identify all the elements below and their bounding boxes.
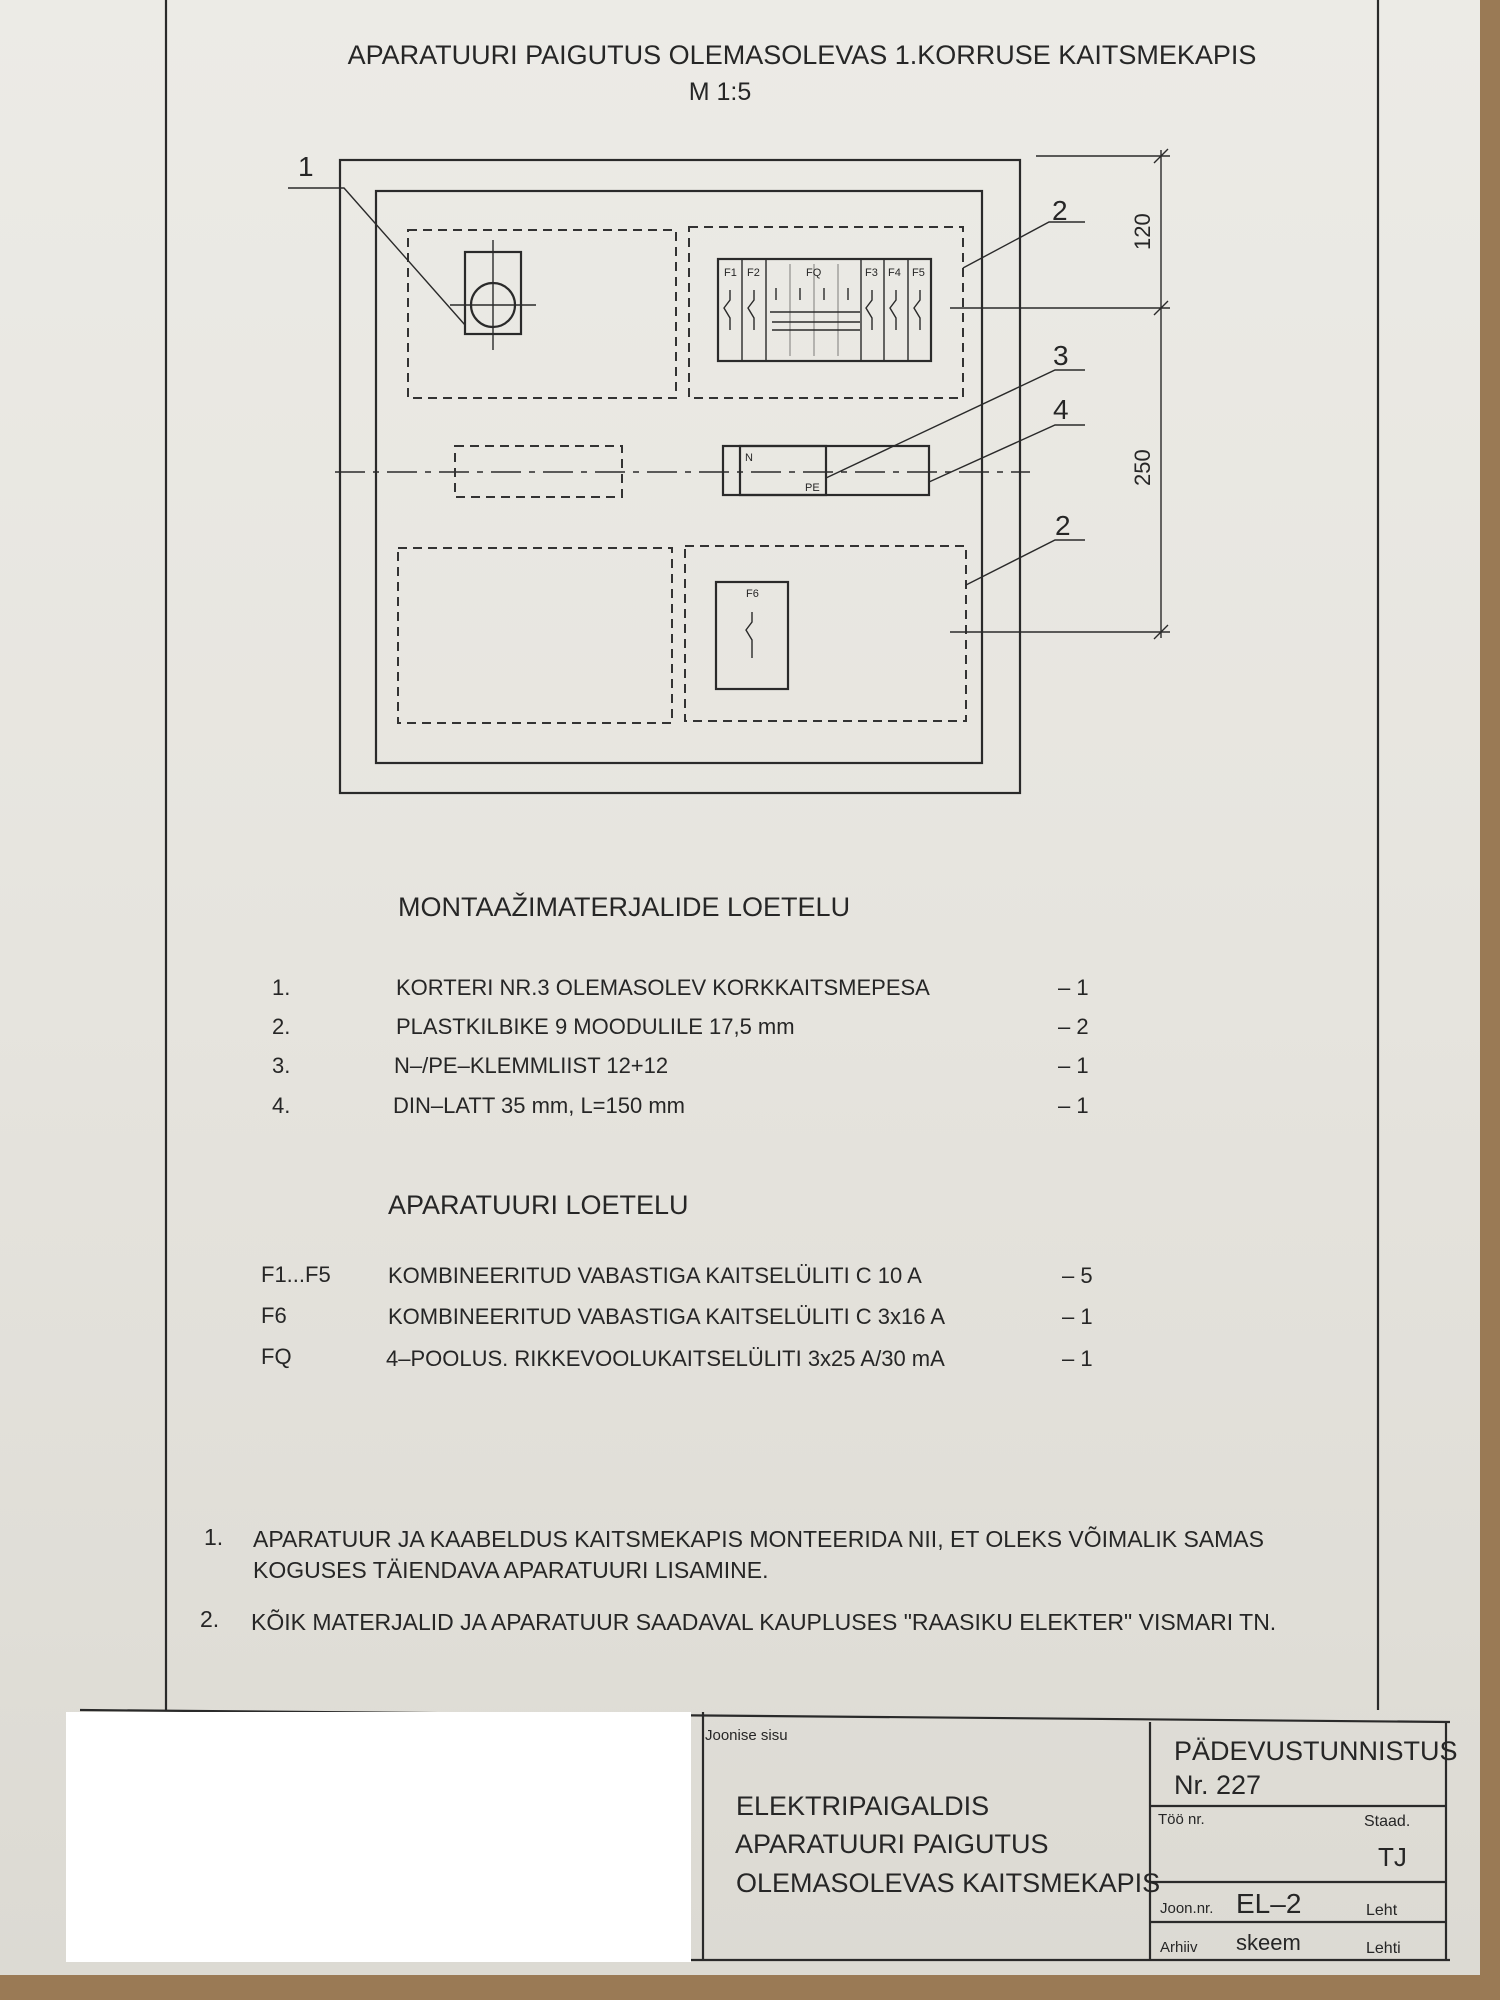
drawing-sheet <box>0 0 1480 1975</box>
stage-value: TJ <box>1378 1842 1407 1872</box>
f6-label: F6 <box>746 588 759 600</box>
sheet-label: Leht <box>1366 1902 1398 1919</box>
notes: 1. APARATUUR JA KAABELDUS KAITSMEKAPIS M… <box>200 1524 1276 1635</box>
plastic-enclosure-top <box>688 226 964 399</box>
drawing-nr: EL–2 <box>1236 1888 1301 1919</box>
din-modules <box>716 257 933 363</box>
materials-heading: MONTAAŽIMATERJALIDE LOETELU <box>398 891 850 922</box>
svg-text:N–/PE–KLEMMLIIST 12+12: N–/PE–KLEMMLIIST 12+12 <box>394 1053 668 1078</box>
redacted-area <box>66 1712 691 1962</box>
svg-text:F1: F1 <box>724 267 737 279</box>
callout-numbers: 1 2 3 4 2 <box>298 151 1071 541</box>
existing-fuse-area <box>407 229 677 399</box>
terminal-n-label: N <box>745 452 753 464</box>
svg-text:F4: F4 <box>888 267 901 279</box>
svg-text:3: 3 <box>1053 340 1069 371</box>
svg-text:KOGUSES TÄIENDAVA APARATUURI L: KOGUSES TÄIENDAVA APARATUURI LISAMINE. <box>253 1557 769 1583</box>
svg-text:– 1: – 1 <box>1062 1346 1093 1371</box>
svg-text:OLEMASOLEVAS KAITSMEKAPIS: OLEMASOLEVAS KAITSMEKAPIS <box>736 1868 1160 1898</box>
svg-text:1.: 1. <box>272 975 290 1000</box>
dimension-250: 250 <box>1130 449 1155 486</box>
svg-text:F1...F5: F1...F5 <box>261 1262 331 1287</box>
cabinet-outer-frame <box>338 158 1022 795</box>
archive-value: skeem <box>1236 1930 1301 1955</box>
svg-text:F6: F6 <box>261 1303 287 1328</box>
svg-text:KORTERI NR.3 OLEMASOLEV KORKKA: KORTERI NR.3 OLEMASOLEV KORKKAITSMEPESA <box>396 975 930 1000</box>
certificate-nr: Nr. 227 <box>1174 1770 1261 1800</box>
stage-label: Staad. <box>1364 1813 1410 1830</box>
svg-text:F5: F5 <box>912 267 925 279</box>
callout-leaders <box>288 187 1085 586</box>
module-dividers <box>723 259 921 361</box>
sheets-label: Lehti <box>1366 1940 1401 1957</box>
svg-text:F2: F2 <box>747 267 760 279</box>
svg-text:– 1: – 1 <box>1062 1304 1093 1329</box>
svg-text:PLASTKILBIKE 9 MOODULILE 17,5: PLASTKILBIKE 9 MOODULILE 17,5 mm <box>396 1014 795 1039</box>
svg-text:2: 2 <box>1055 510 1071 541</box>
svg-text:4.: 4. <box>272 1093 290 1118</box>
svg-text:4: 4 <box>1053 394 1069 425</box>
svg-text:KOMBINEERITUD VABASTIGA KAITSE: KOMBINEERITUD VABASTIGA KAITSELÜLITI C 3… <box>388 1304 945 1329</box>
svg-text:APARATUURI PAIGUTUS: APARATUURI PAIGUTUS <box>735 1829 1049 1859</box>
svg-text:4–POOLUS. RIKKEVOOLUKAITSELÜLI: 4–POOLUS. RIKKEVOOLUKAITSELÜLITI 3x25 A/… <box>386 1346 945 1371</box>
drawing-nr-label: Joon.nr. <box>1160 1900 1213 1917</box>
drawing-scale: M 1:5 <box>689 78 752 106</box>
svg-text:F3: F3 <box>865 267 878 279</box>
svg-text:KÕIK MATERJALID JA APARATUUR S: KÕIK MATERJALID JA APARATUUR SAADAVAL KA… <box>251 1608 1276 1635</box>
svg-text:1.: 1. <box>204 1524 223 1550</box>
svg-text:– 5: – 5 <box>1062 1263 1093 1288</box>
svg-text:– 1: – 1 <box>1058 1053 1089 1078</box>
svg-text:1: 1 <box>298 151 314 182</box>
svg-text:– 2: – 2 <box>1058 1014 1089 1039</box>
dimension-120: 120 <box>1130 213 1155 250</box>
certificate: PÄDEVUSTUNNISTUS <box>1174 1736 1458 1766</box>
equipment-heading: APARATUURI LOETELU <box>388 1190 689 1220</box>
svg-text:ELEKTRIPAIGALDIS: ELEKTRIPAIGALDIS <box>736 1791 989 1821</box>
breaker-f6 <box>714 580 790 691</box>
work-nr-label: Töö nr. <box>1158 1811 1205 1828</box>
svg-text:FQ: FQ <box>806 267 822 279</box>
terminal-pe-label: PE <box>805 482 820 494</box>
reserve-area <box>397 547 673 724</box>
archive-label: Arhiiv <box>1160 1939 1198 1956</box>
svg-text:2: 2 <box>1052 195 1068 226</box>
svg-text:KOMBINEERITUD VABASTIGA KAITSE: KOMBINEERITUD VABASTIGA KAITSELÜLITI C 1… <box>388 1263 922 1288</box>
svg-text:– 1: – 1 <box>1058 1093 1089 1118</box>
din-rail-placeholder <box>454 445 623 498</box>
svg-text:APARATUUR JA KAABELDUS KAITSME: APARATUUR JA KAABELDUS KAITSMEKAPIS MONT… <box>253 1525 1264 1552</box>
svg-text:– 1: – 1 <box>1058 975 1089 1000</box>
cabinet-inner-frame <box>374 189 984 765</box>
module-labels: F1 F2 FQ F3 F4 F5 <box>724 267 925 279</box>
svg-text:DIN–LATT 35 mm, L=150 mm: DIN–LATT 35 mm, L=150 mm <box>393 1093 685 1118</box>
svg-text:FQ: FQ <box>261 1344 292 1369</box>
svg-text:3.: 3. <box>272 1053 290 1078</box>
materials-list: 1. KORTERI NR.3 OLEMASOLEV KORKKAITSMEPES… <box>272 975 1089 1118</box>
svg-text:2.: 2. <box>272 1014 290 1039</box>
svg-text:2.: 2. <box>200 1606 219 1632</box>
drawing-title: APARATUURI PAIGUTUS OLEMASOLEVAS 1.KORRU… <box>348 40 1257 70</box>
content-label: Joonise sisu <box>705 1727 788 1744</box>
plastic-enclosure-bottom <box>684 545 967 722</box>
dimension-lines <box>950 148 1170 640</box>
drawing-content: ELEKTRIPAIGALDIS APARATUURI PAIGUTUS OLE… <box>735 1791 1160 1898</box>
